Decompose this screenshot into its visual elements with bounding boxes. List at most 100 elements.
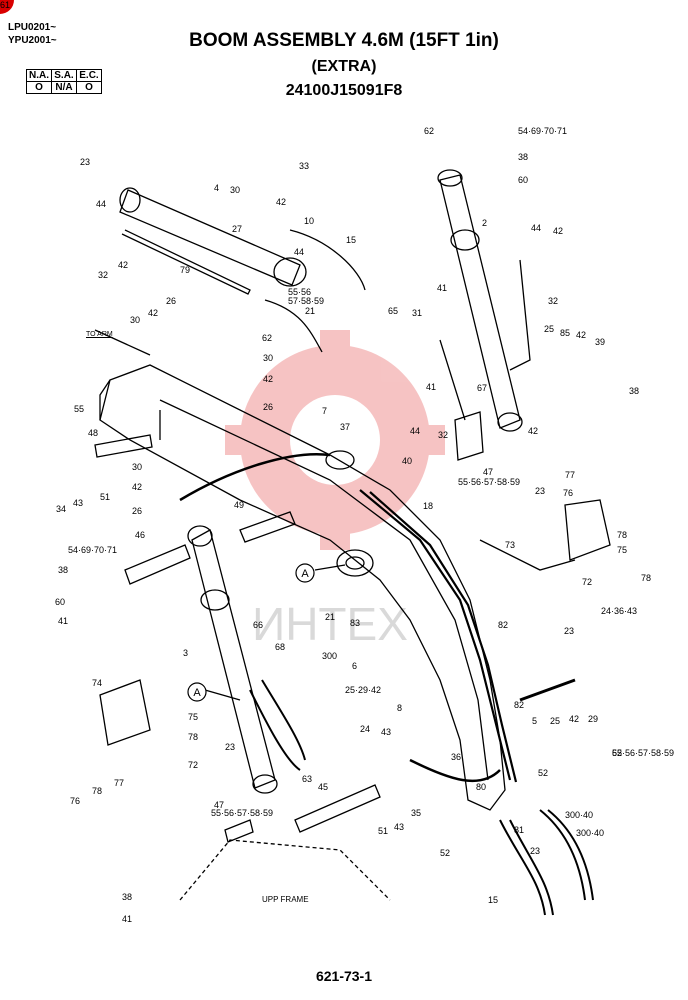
part-callout: 55·56·57·58·59 [612,748,675,758]
part-callout: 24 [360,724,371,734]
part-callout: 21 [305,306,316,316]
assembly-part-number: 24100J15091F8 [285,82,403,99]
part-callout: 77 [114,778,125,788]
part-callout: 25 [550,716,561,726]
part-callout: 75 [188,712,199,722]
part-callout: 63 [302,774,313,784]
part-callout: 30 [230,185,241,195]
part-callout: 300 [322,651,338,661]
work-light-housing [99,679,151,746]
work-light-housing [564,499,611,561]
part-callout: 15 [346,235,357,245]
part-callout: 44 [294,247,305,257]
availability-table: N.A. S.A. E.C. O N/A O [26,69,102,94]
pin [124,544,191,585]
part-callout: 27 [232,224,243,234]
part-callout: 5 [532,716,538,726]
part-callout: 6 [352,661,358,671]
availability-value: O [76,81,102,94]
part-callout: 65 [388,306,399,316]
part-callout: 44 [96,199,107,209]
part-callout: 44 [410,426,421,436]
part-callout: 62 [262,333,273,343]
upper-frame-outline [179,839,391,901]
part-callout: 30 [132,462,143,472]
part-callout: 21 [325,612,336,622]
pin [94,434,153,458]
part-callout: 30 [263,353,274,363]
part-callout: 42 [569,714,580,724]
part-callout: 44 [531,223,542,233]
part-callout: 30 [130,315,141,325]
part-callout: 3 [183,648,189,658]
part-callout: 41 [122,914,133,924]
part-callout: 7 [322,406,328,416]
part-callout: 78 [617,530,628,540]
part-callout: 49 [234,500,245,510]
part-callout: 76 [563,488,574,498]
part-callout: 82 [514,700,525,710]
part-callout: 72 [582,577,593,587]
part-callout: 55·56·57·58·59 [458,477,521,487]
part-callout: 26 [263,402,274,412]
bushing [224,819,254,843]
to-arm-label: TO ARM [86,331,113,338]
part-callout: 74 [92,678,103,688]
part-callout: 34 [56,504,67,514]
part-callout: 75 [617,545,628,555]
part-callout: 47 [214,800,225,810]
part-callout: 52 [538,768,549,778]
part-callout: 42 [132,482,143,492]
part-callout: 38 [122,892,133,902]
part-callout: 31 [412,308,423,318]
part-callout: 23 [535,486,546,496]
part-callout: 36 [451,752,462,762]
part-callout: 42 [528,426,539,436]
part-callout: 35 [411,808,422,818]
part-callout: 46 [135,530,146,540]
part-callout: 42 [576,330,587,340]
model-code-1: LPU0201~ [8,22,57,33]
part-callout: 78 [188,732,199,742]
part-callout: 83 [350,618,361,628]
part-callout: 79 [180,265,191,275]
boom-foot-boss [336,549,374,577]
part-callout: 37 [340,422,351,432]
part-callout: 29 [588,714,599,724]
part-callout: 82 [498,620,509,630]
part-callout: 78 [641,573,652,583]
watermark-text: ИНТЕХ [252,598,408,650]
part-callout: 40 [402,456,413,466]
part-callout: 51 [100,492,111,502]
part-callout: 24·36·43 [601,606,638,616]
part-callout: 61 [0,0,11,10]
part-callout: 73 [505,540,516,550]
part-callout: 55·56·57·58·59 [211,808,274,818]
watermark-gear-icon [225,330,445,550]
part-callout: 72 [188,760,199,770]
part-callout: 38 [629,386,640,396]
part-callout: 57·58·59 [288,296,325,306]
part-callout: 52 [440,848,451,858]
bushing [454,411,484,461]
part-callout: 18 [423,501,434,511]
part-callout: 45 [318,782,329,792]
part-callout: 66 [253,620,264,630]
part-callout: 80 [476,782,487,792]
pin [294,784,381,833]
part-callout: 39 [595,337,606,347]
part-callout: 10 [304,216,315,226]
part-callout: 38 [518,152,529,162]
page-number: 621-73-1 [315,968,373,984]
part-callout: 62 [612,748,623,758]
part-callout: 300·40 [565,810,594,820]
part-callout: 300·40 [576,828,605,838]
arm-cylinder-tube [439,174,521,429]
svg-text:A: A [193,687,201,699]
part-callout: 47 [483,467,494,477]
part-callout: 55·56 [288,287,312,297]
part-callout: 23 [564,626,575,636]
part-callout: 55 [74,404,85,414]
part-callout: 23 [530,846,541,856]
